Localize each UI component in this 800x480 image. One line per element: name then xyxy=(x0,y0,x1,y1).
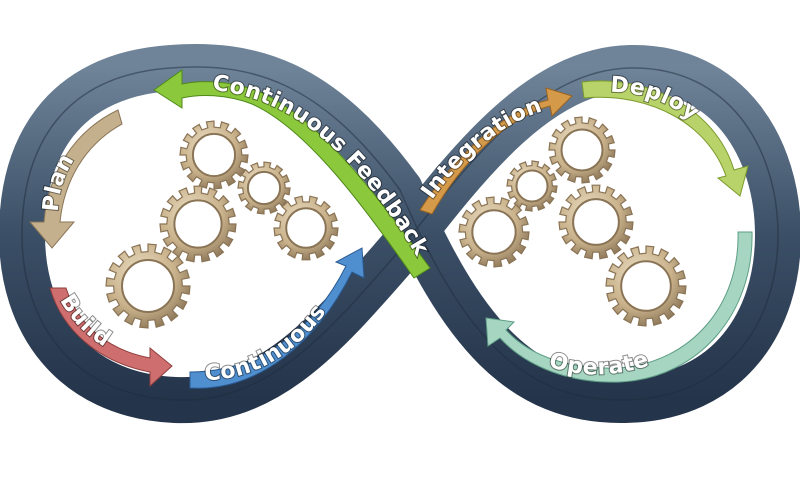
operate-label: Operate xyxy=(546,347,652,381)
gear-hole xyxy=(572,198,620,246)
gears-group xyxy=(105,116,687,329)
gear-hole xyxy=(285,207,327,249)
gear-icon xyxy=(458,196,530,268)
gear-hole xyxy=(246,170,282,206)
build-arrow xyxy=(49,287,173,388)
gear-hole xyxy=(121,259,175,313)
gear-icon xyxy=(237,161,291,215)
continuous-arrow xyxy=(189,247,365,389)
gear-icon xyxy=(548,116,616,184)
gear-hole xyxy=(515,169,549,203)
gear-hole xyxy=(560,128,604,172)
gear-icon xyxy=(273,195,339,261)
gear-icon xyxy=(179,120,249,190)
operate-arrow xyxy=(485,231,753,383)
continuous-feedback-arrow xyxy=(153,69,431,279)
gear-icon xyxy=(605,245,687,327)
gear-hole xyxy=(620,260,672,312)
deploy-arrow xyxy=(581,80,749,197)
gear-icon xyxy=(105,243,191,329)
gear-hole xyxy=(173,199,223,249)
integration-arrow xyxy=(419,87,573,215)
phase-arrows xyxy=(28,69,753,389)
gear-hole xyxy=(191,132,237,178)
gear-hole xyxy=(471,209,517,255)
gear-icon xyxy=(159,185,237,263)
gear-icon xyxy=(558,184,634,260)
plan-arrow xyxy=(28,109,123,249)
gear-icon xyxy=(506,160,558,212)
operate-label-text: Operate xyxy=(545,346,652,382)
loop-left-inner-edge xyxy=(21,66,401,401)
